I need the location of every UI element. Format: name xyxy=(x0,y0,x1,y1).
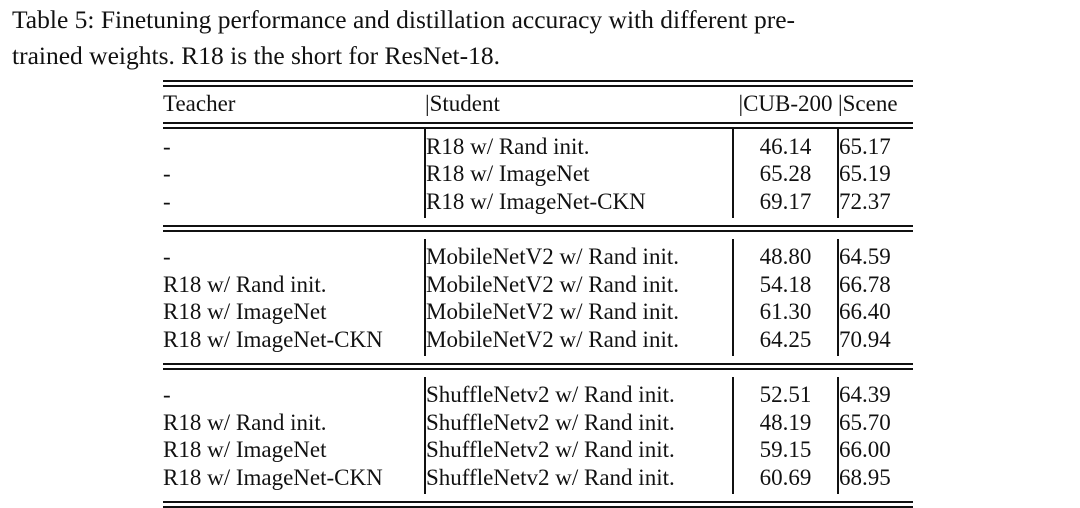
results-table-body: Teacher|Student|CUB-200|Scene-R18 w/ Ran… xyxy=(163,80,913,508)
cell-teacher: R18 w/ ImageNet xyxy=(163,437,327,462)
cell-cub-200: 65.28 xyxy=(732,160,838,188)
column-header-scene: |Scene xyxy=(838,91,898,116)
header-bottom-rule xyxy=(163,121,913,129)
column-header-cub-200: |CUB-200 xyxy=(738,91,833,116)
table-header-row: Teacher |Student |CUB-200|Scene xyxy=(163,87,913,122)
horizontal-rule xyxy=(163,218,913,239)
block-separator-rule xyxy=(163,218,913,239)
cell-cub-200: 60.69 xyxy=(732,463,838,494)
cell-teacher: - xyxy=(163,244,171,269)
table-caption: Table 5: Finetuning performance and dist… xyxy=(12,2,1068,74)
page-root: Table 5: Finetuning performance and dist… xyxy=(12,2,1068,508)
cell-student: MobileNetV2 w/ Rand init. xyxy=(424,239,733,271)
cell-scene: 65.17 xyxy=(837,128,913,160)
cell-scene: 68.95 xyxy=(837,463,913,494)
table-bottom-rule xyxy=(163,494,913,508)
cell-student: MobileNetV2 w/ Rand init. xyxy=(424,325,733,356)
cell-student: MobileNetV2 w/ Rand init. xyxy=(424,298,733,326)
cell-teacher: R18 w/ ImageNet-CKN xyxy=(163,464,383,490)
cell-cub-200: 48.80 xyxy=(732,239,838,271)
table-row: R18 w/ ImageNet-CKN MobileNetV2 w/ Rand i… xyxy=(163,325,913,356)
cell-student: R18 w/ Rand init. xyxy=(424,128,733,160)
cell-teacher: R18 w/ Rand init. xyxy=(163,409,327,435)
cell-cub-200: 61.30 xyxy=(732,298,838,326)
horizontal-rule xyxy=(163,356,913,377)
table-top-rule xyxy=(163,80,913,87)
cell-scene: 64.39 xyxy=(837,377,913,409)
cell-scene: 66.40 xyxy=(837,298,913,326)
cell-student: ShuffleNetv2 w/ Rand init. xyxy=(424,463,733,494)
cell-teacher: - xyxy=(163,133,171,159)
cell-scene: 72.37 xyxy=(837,187,913,218)
table-row: R18 w/ ImageNet ShuffleNetv2 w/ Rand init… xyxy=(163,436,913,464)
results-table-container: Teacher|Student|CUB-200|Scene-R18 w/ Ran… xyxy=(163,80,913,508)
cell-teacher: - xyxy=(163,161,171,186)
cell-cub-200: 46.14 xyxy=(732,128,838,160)
cell-student: R18 w/ ImageNet xyxy=(424,160,733,188)
horizontal-rule xyxy=(163,121,913,129)
cell-scene: 65.19 xyxy=(837,160,913,188)
column-header-teacher: Teacher xyxy=(163,91,236,116)
cell-cub-200: 59.15 xyxy=(732,436,838,464)
cell-student: R18 w/ ImageNet-CKN xyxy=(424,187,733,218)
caption-line-1: Table 5: Finetuning performance and dist… xyxy=(12,2,1068,38)
cell-cub-200: 54.18 xyxy=(732,270,838,298)
cell-teacher: R18 w/ ImageNet-CKN xyxy=(163,326,383,352)
results-table: Teacher|Student|CUB-200|Scene-R18 w/ Ran… xyxy=(163,80,913,508)
cell-cub-200: 48.19 xyxy=(732,408,838,436)
column-header-student: |Student xyxy=(425,91,500,116)
cell-student: ShuffleNetv2 w/ Rand init. xyxy=(424,377,733,409)
table-row: R18 w/ Rand init. ShuffleNetv2 w/ Rand in… xyxy=(163,408,913,436)
cell-teacher: R18 w/ ImageNet xyxy=(163,299,327,324)
cell-scene: 65.70 xyxy=(837,408,913,436)
cell-cub-200: 69.17 xyxy=(732,187,838,218)
cell-scene: 64.59 xyxy=(837,239,913,271)
cell-cub-200: 64.25 xyxy=(732,325,838,356)
table-row: R18 w/ Rand init. MobileNetV2 w/ Rand ini… xyxy=(163,270,913,298)
caption-line-1-text: Table 5: Finetuning performance and dist… xyxy=(12,5,796,34)
cell-cub-200: 52.51 xyxy=(732,377,838,409)
cell-student: ShuffleNetv2 w/ Rand init. xyxy=(424,436,733,464)
cell-scene: 66.00 xyxy=(837,436,913,464)
cell-teacher: R18 w/ Rand init. xyxy=(163,271,327,297)
horizontal-rule xyxy=(163,80,913,87)
table-row: R18 w/ ImageNet MobileNetV2 w/ Rand init.… xyxy=(163,298,913,326)
cell-student: MobileNetV2 w/ Rand init. xyxy=(424,270,733,298)
cell-scene: 70.94 xyxy=(837,325,913,356)
cell-scene: 66.78 xyxy=(837,270,913,298)
cell-teacher: - xyxy=(163,188,171,214)
horizontal-rule xyxy=(163,494,913,508)
caption-line-2: trained weights. R18 is the short for Re… xyxy=(12,41,500,70)
block-separator-rule xyxy=(163,356,913,377)
table-row: R18 w/ ImageNet-CKN ShuffleNetv2 w/ Rand … xyxy=(163,463,913,494)
cell-teacher: - xyxy=(163,382,171,407)
cell-student: ShuffleNetv2 w/ Rand init. xyxy=(424,408,733,436)
